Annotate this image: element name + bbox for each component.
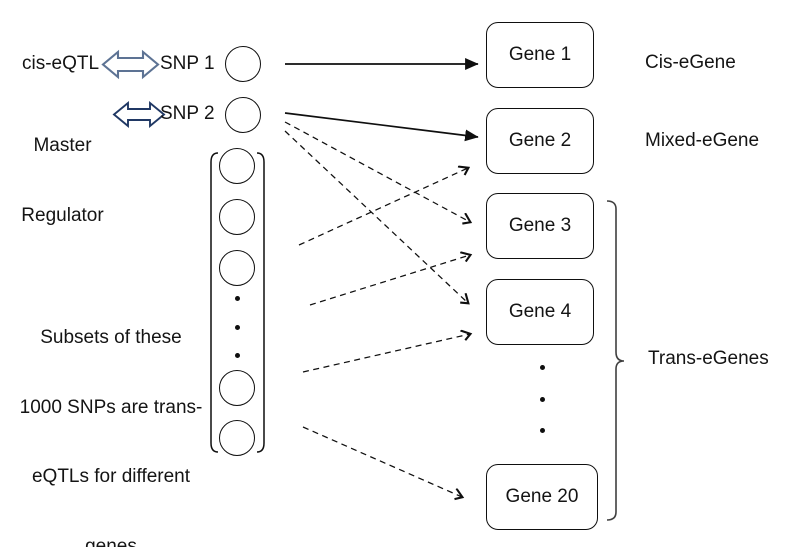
edge-pool-to-gene20 [302,426,462,497]
subsets-line-1: Subsets of these [40,327,182,349]
label-master-regulator: Master Regulator [10,88,115,273]
gene-box-label: Gene 4 [508,301,572,322]
label-mixed-egene: Mixed-eGene [645,130,760,151]
dot [539,428,545,433]
edge-snp2-to-gene4 [284,130,468,303]
snp-pool-vertical-dots [228,296,246,358]
snp-pool-bracket [210,152,219,453]
subsets-line-4: genes [85,535,137,547]
snp-pool-circle-3 [219,250,255,286]
gene-box-label: Gene 20 [505,486,579,507]
master-regulator-double-arrow-icon [112,100,166,129]
label-master-line2: Regulator [21,204,104,226]
dot [234,296,240,301]
edge-pool-to-gene4 [302,334,470,373]
snp-circle-1 [225,46,261,82]
gene-box-label: Gene 2 [508,130,572,151]
dot [539,365,545,370]
gene-box-3[interactable]: Gene 3 [486,193,594,259]
dot [234,353,240,358]
label-cis-eqtl: cis-eQTL [22,53,100,74]
label-snp1: SNP 1 [160,53,215,74]
dot [539,396,545,402]
label-snp2: SNP 2 [160,103,215,124]
trans-egenes-bracket [606,200,625,521]
label-cis-egene: Cis-eGene [645,52,736,73]
gene-box-label: Gene 3 [508,215,572,236]
gene-box-4[interactable]: Gene 4 [486,279,594,345]
edge-pool-to-gene2 [298,168,468,246]
cis-eqtl-double-arrow-icon [101,49,160,80]
edge-pool-to-gene3 [309,255,470,306]
dot [234,324,240,330]
snp-pool-circle-1 [219,148,255,184]
gene-box-label: Gene 1 [508,44,572,65]
snp-pool-bracket-right [256,152,265,453]
gene-box-1[interactable]: Gene 1 [486,22,594,88]
label-master-line1: Master [33,135,92,157]
gene-box-20[interactable]: Gene 20 [486,464,598,530]
snp-pool-circle-4 [219,370,255,406]
label-subsets-description: Subsets of these 1000 SNPs are trans- eQ… [12,280,210,547]
snp-pool-circle-2 [219,199,255,235]
label-trans-egenes: Trans-eGenes [648,348,769,369]
gene-box-2[interactable]: Gene 2 [486,108,594,174]
snp-circle-2 [225,97,261,133]
gene-vertical-dots [533,365,551,433]
subsets-line-2: 1000 SNPs are trans- [19,396,203,418]
edge-snp2-to-gene2 [284,112,479,142]
edge-snp2-to-gene3 [284,121,470,222]
subsets-line-3: eQTLs for different [31,466,191,488]
snp-pool-circle-5 [219,420,255,456]
